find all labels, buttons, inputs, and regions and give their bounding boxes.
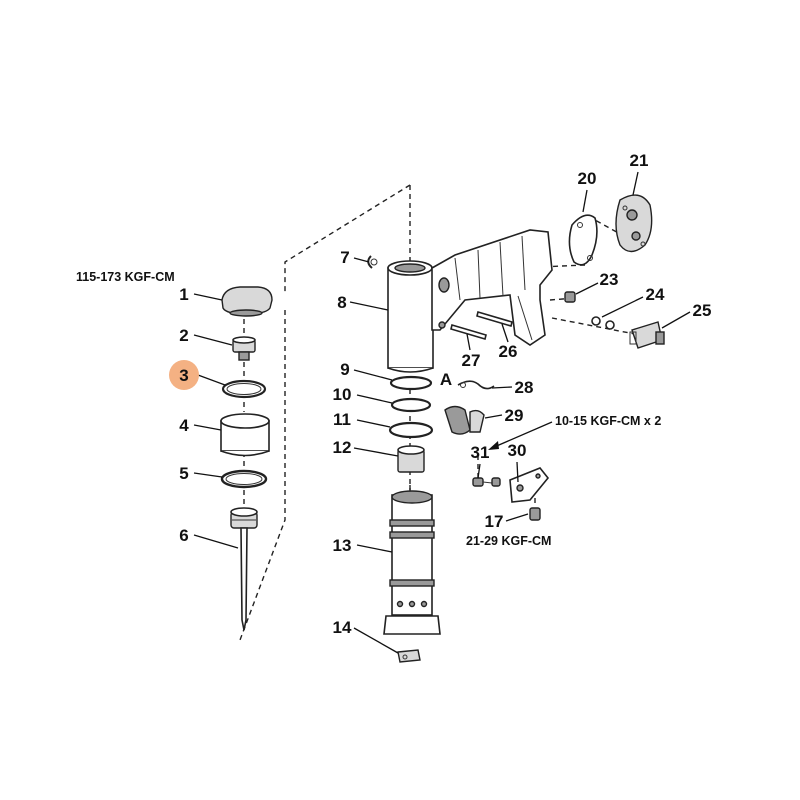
part-8-cylinder <box>387 260 434 373</box>
part-2-bushing <box>232 336 256 361</box>
part-1-cap <box>221 286 273 317</box>
part-29-trigger <box>444 405 485 435</box>
part-24-washer <box>591 316 615 330</box>
part-13-housing <box>383 490 441 635</box>
part-23-screw <box>564 291 576 303</box>
callout-1: 1 <box>179 285 188 304</box>
torque-note-right-top: 10-15 KGF-CM x 2 <box>555 414 661 428</box>
callout-9: 9 <box>340 360 349 379</box>
part-9-o-ring <box>389 375 433 391</box>
callout-7: 7 <box>340 248 349 267</box>
handle-body <box>431 229 553 346</box>
torque-note-left: 115-173 KGF-CM <box>76 270 175 284</box>
callout-labels: 1 2 3 4 5 6 7 8 9 10 11 12 13 14 17 20 2… <box>179 151 711 637</box>
callout-29: 29 <box>505 406 524 425</box>
part-27-pin <box>450 323 487 341</box>
callout-10: 10 <box>333 385 352 404</box>
callout-5: 5 <box>179 464 188 483</box>
part-7-clip <box>367 255 378 269</box>
callout-3: 3 <box>179 366 188 385</box>
callout-27: 27 <box>462 351 481 370</box>
callout-26: 26 <box>499 342 518 361</box>
part-20-gasket <box>568 214 598 266</box>
part-28-spring <box>457 380 495 390</box>
reference-a: A <box>440 370 452 389</box>
part-12-piston <box>397 445 425 473</box>
callout-28: 28 <box>515 378 534 397</box>
leader-lines <box>193 171 691 654</box>
part-4-sleeve <box>220 413 270 457</box>
part-26-pin <box>476 310 513 328</box>
callout-4: 4 <box>179 416 189 435</box>
callout-11: 11 <box>333 410 351 429</box>
callout-17: 17 <box>485 512 504 531</box>
part-31-screw <box>472 477 501 487</box>
part-25-valve <box>629 321 665 349</box>
callout-20: 20 <box>578 169 597 188</box>
part-3-o-ring <box>221 379 267 399</box>
part-14-latch <box>397 649 421 663</box>
callout-13: 13 <box>333 536 352 555</box>
callout-21: 21 <box>630 151 649 170</box>
callout-23: 23 <box>600 270 619 289</box>
part-10-o-ring <box>390 397 432 413</box>
torque-notes: 115-173 KGF-CM 10-15 KGF-CM x 2 21-29 KG… <box>76 270 661 548</box>
callout-30: 30 <box>508 441 527 460</box>
callout-2: 2 <box>179 326 188 345</box>
callout-8: 8 <box>337 293 346 312</box>
callout-6: 6 <box>179 526 188 545</box>
callout-12: 12 <box>333 438 352 457</box>
part-21-end-plate <box>615 194 653 253</box>
part-30-bracket <box>509 467 550 503</box>
part-17-screw <box>529 507 541 521</box>
callout-31: 31 <box>471 443 490 462</box>
torque-note-right-bottom: 21-29 KGF-CM <box>466 534 551 548</box>
part-11-o-ring <box>388 421 434 439</box>
part-6-pin <box>230 507 258 631</box>
callout-3-highlight <box>169 360 199 390</box>
callout-24: 24 <box>646 285 665 304</box>
part-5-o-ring <box>220 469 268 489</box>
callout-14: 14 <box>333 618 352 637</box>
callout-25: 25 <box>693 301 712 320</box>
